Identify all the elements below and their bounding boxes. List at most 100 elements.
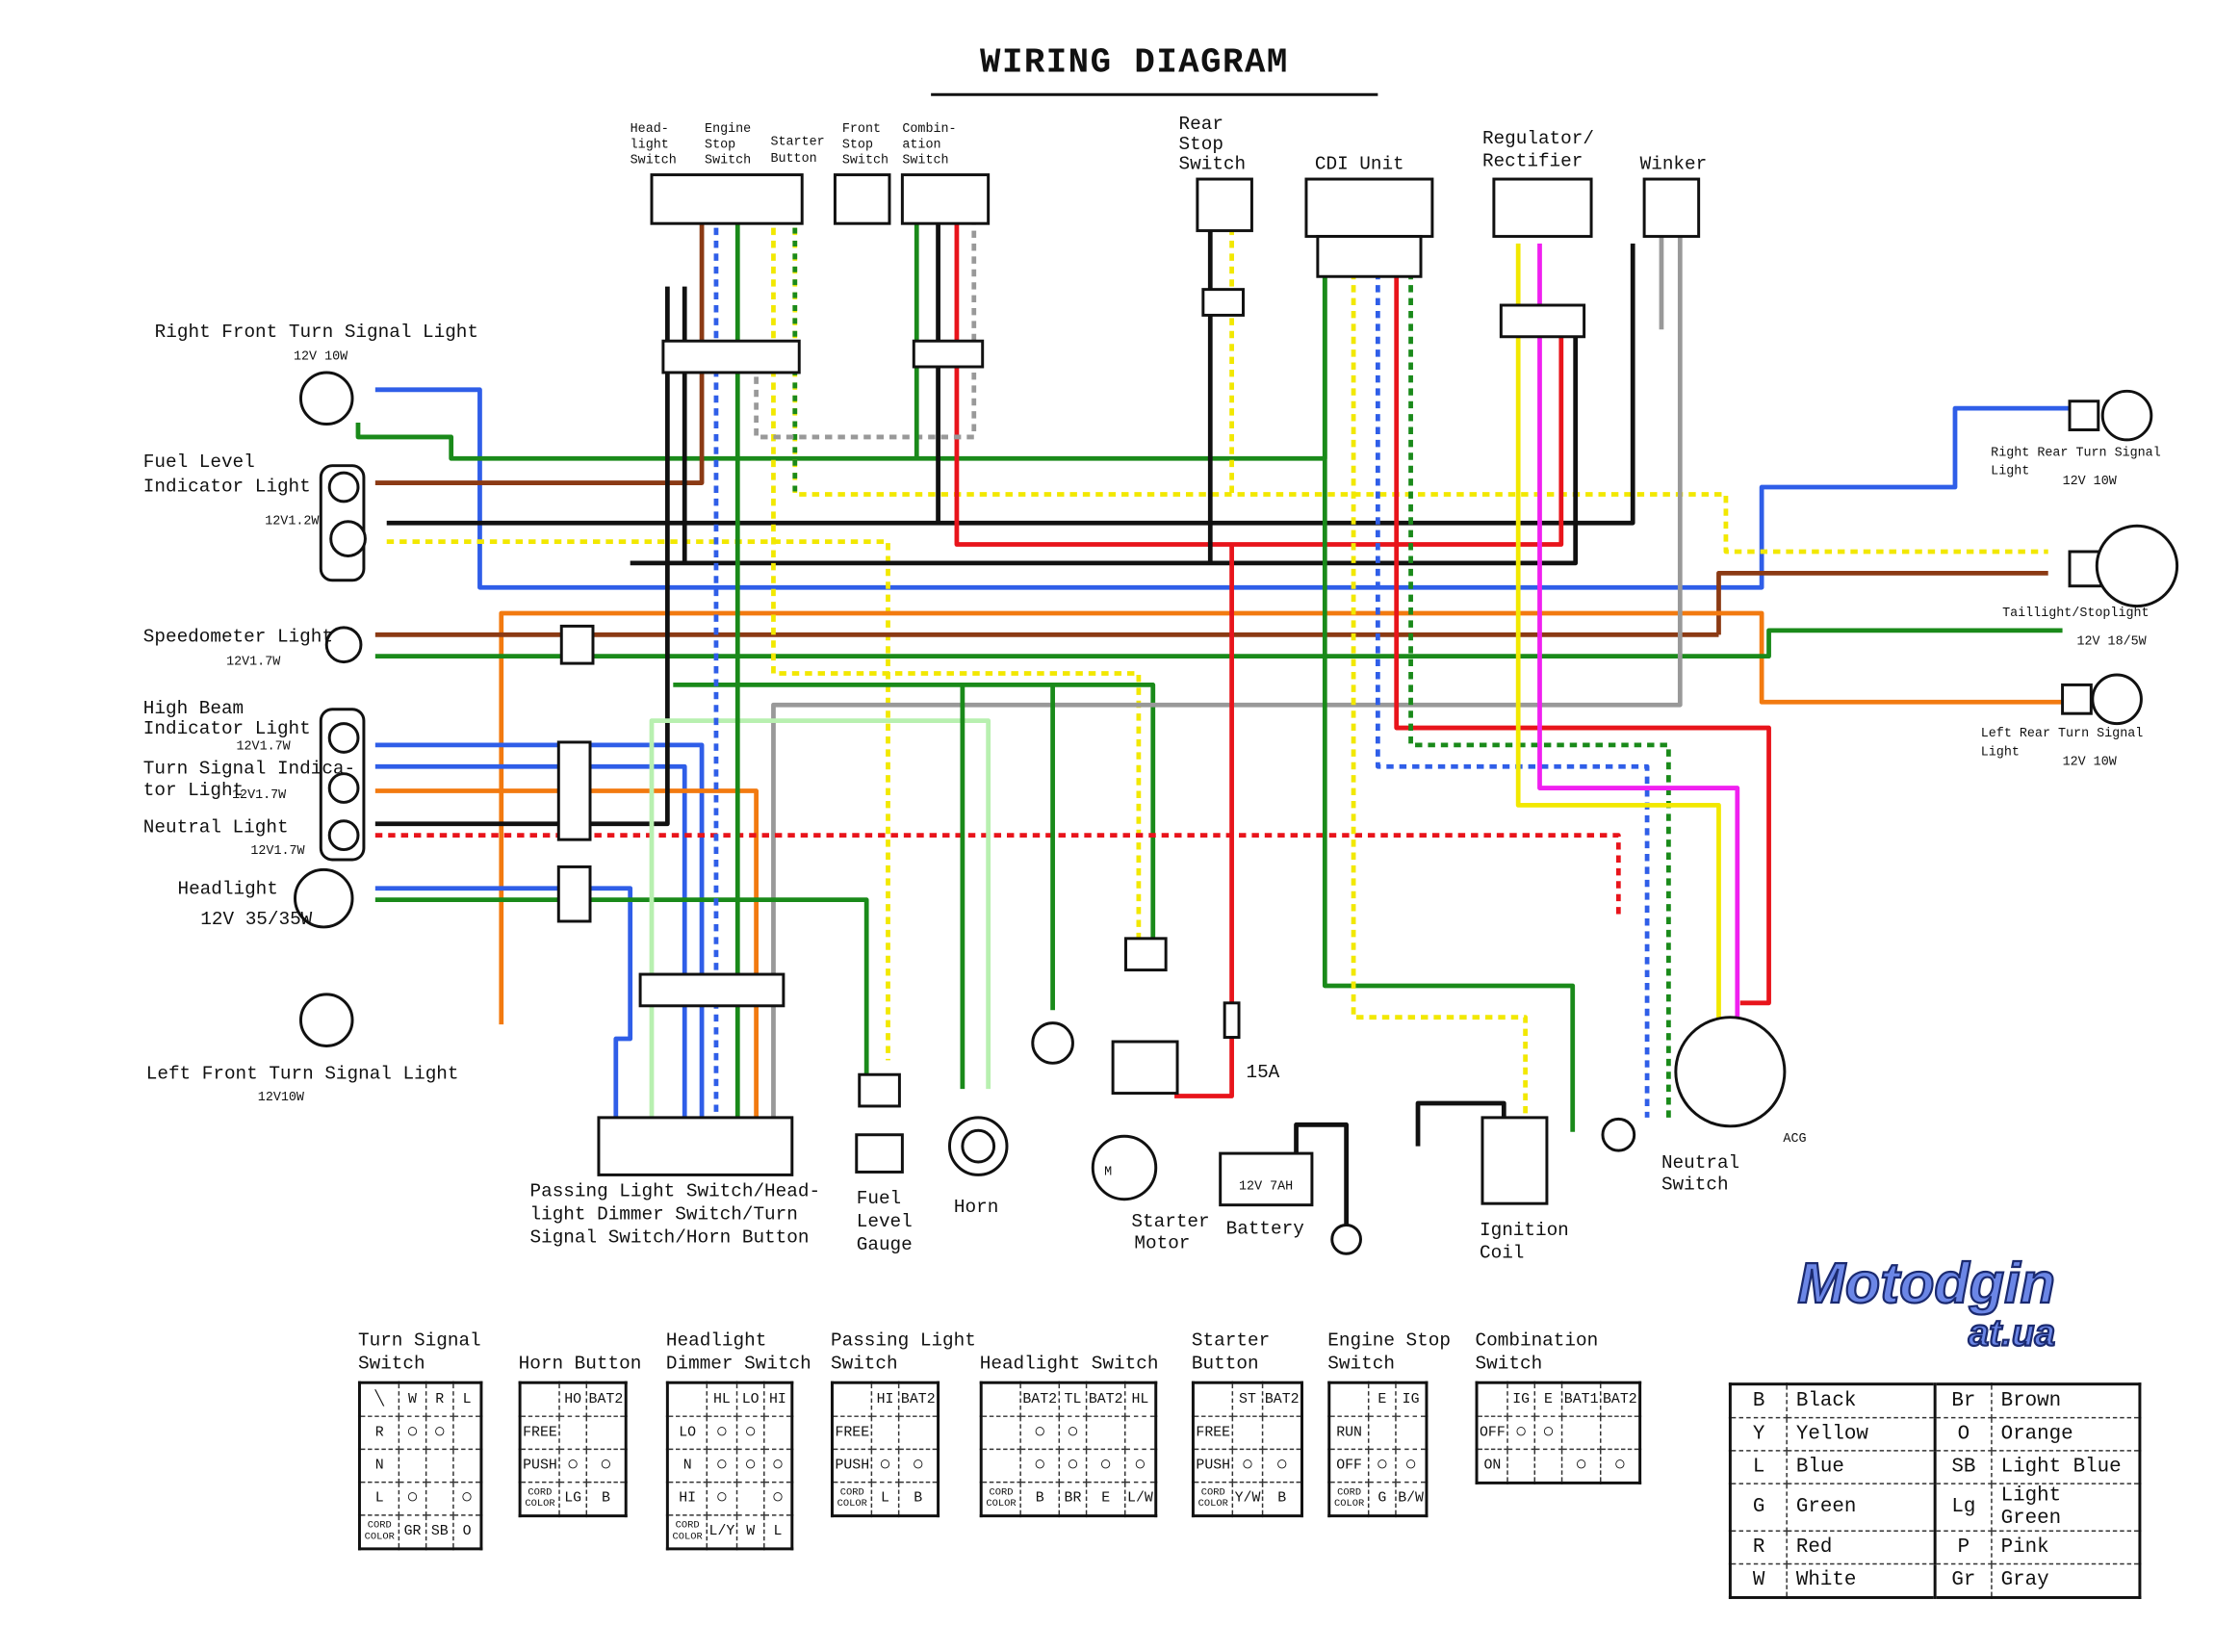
legend-code: Y: [1729, 1416, 1788, 1452]
switch-table-cell: O: [452, 1514, 482, 1550]
wire-red-dashed: [374, 833, 1621, 917]
battery: [1219, 1151, 1314, 1207]
rear-stop-connector: [1201, 288, 1245, 317]
label-combination-switch: ation: [902, 138, 940, 152]
switch-table-cell: [1533, 1448, 1563, 1484]
switch-table-cell: [763, 1415, 793, 1451]
label-front-stop-switch: Stop: [842, 138, 873, 152]
right-rear-turn-lamp: [2100, 389, 2153, 442]
switch-table-cell: [1328, 1381, 1370, 1417]
switch-table-cell: [425, 1448, 454, 1484]
label-left-rear-turn: Left Rear Turn Signal: [1981, 727, 2144, 741]
switch-table-title: Headlight Dimmer Switch: [665, 1329, 811, 1375]
legend-code: Lg: [1933, 1483, 1993, 1532]
regulator-rectifier-box: [1492, 177, 1593, 239]
wire-brown-rear: [1716, 570, 2048, 635]
switch-table-cell: FREE: [519, 1415, 560, 1451]
left-lamps: Right Front Turn Signal Light 12V 10W Fu…: [143, 322, 478, 1105]
switch-table-cell: CORD COLOR: [1192, 1481, 1234, 1517]
legend-color-name: Light Green: [1991, 1483, 2141, 1532]
switch-table-cell: HL: [1124, 1381, 1157, 1417]
switch-table-row: OFF○○: [1476, 1415, 1641, 1451]
contact-point: ○: [1058, 1415, 1088, 1451]
switch-table-cell: [398, 1448, 427, 1484]
switch-table-cell: R: [358, 1415, 400, 1451]
switch-table-cell: L: [358, 1481, 400, 1516]
legend-code: W: [1729, 1562, 1788, 1599]
contact-point: ○: [1395, 1448, 1428, 1484]
switch-table-cell: HO: [558, 1381, 588, 1417]
label-horn: Horn: [954, 1197, 998, 1218]
cdi-connector: [1316, 235, 1423, 278]
switch-table-title: Horn Button: [518, 1352, 642, 1375]
label-engine-stop-switch: Stop: [705, 138, 735, 152]
wire-green-3: [673, 683, 1156, 946]
label-rear-stop-switch: Stop: [1179, 134, 1223, 155]
label-headlight-switch: light: [631, 138, 669, 152]
switch-table-cell: L/Y: [706, 1514, 738, 1550]
switch-table-cell: TL: [1058, 1381, 1088, 1417]
label-right-front-turn: Right Front Turn Signal Light: [155, 322, 478, 343]
label-rear-stop-switch: Rear: [1179, 114, 1223, 135]
contact-point: ○: [1367, 1448, 1397, 1484]
switch-table-cell: N: [666, 1448, 708, 1484]
inline-connectors: [556, 624, 794, 1176]
handlebar-switch-connector-box: [650, 173, 804, 225]
right-lamps: Right Rear Turn Signal Light 12V 10W Tai…: [1981, 389, 2179, 770]
switch-table-cell: [831, 1381, 873, 1417]
contact-point: ○: [870, 1448, 900, 1484]
contact-point: ○: [398, 1415, 427, 1451]
combination-switch-box: [900, 173, 991, 225]
switch-table-cell: CORD COLOR: [666, 1514, 708, 1550]
switch-table-cell: HL: [706, 1381, 738, 1417]
label-ignition-coil: Ignition: [1480, 1220, 1569, 1241]
label-taillight: Taillight/Stoplight: [2002, 607, 2149, 621]
label-headlight-switch: Head-: [631, 122, 669, 137]
acg-generator: [1674, 1016, 1787, 1128]
switch-table-cell: PUSH: [831, 1448, 873, 1484]
label-starter-motor: Motor: [1134, 1232, 1190, 1253]
rating-right-front-turn: 12V 10W: [294, 350, 348, 365]
switch-table-row: FREE: [519, 1415, 627, 1451]
switch-table-cell: [558, 1415, 588, 1451]
label-starter-motor: Starter: [1131, 1211, 1209, 1232]
label-right-rear-turn: Light: [1991, 465, 2029, 479]
wire-yellow-3: [1351, 271, 1528, 1132]
bottom-components: Passing Light Switch/Head- light Dimmer …: [530, 937, 1807, 1264]
switch-table-cell: [1192, 1381, 1234, 1417]
rating-headlight: 12V 35/35W: [200, 909, 312, 930]
legend-code: R: [1729, 1530, 1788, 1565]
switch-table-row: FREE: [831, 1415, 940, 1451]
switch-table-cell: L: [452, 1381, 482, 1417]
switch-table-row: R○○: [358, 1415, 482, 1451]
contact-point: ○: [1560, 1448, 1602, 1484]
contact-point: ○: [706, 1415, 738, 1451]
legend-code: P: [1933, 1530, 1993, 1565]
label-right-rear-turn: Right Rear Turn Signal: [1991, 446, 2161, 460]
left-rear-socket: [2061, 683, 2093, 715]
headlight-connector: [556, 865, 592, 923]
label-rear-stop-switch: Switch: [1179, 154, 1247, 175]
rating-taillight: 12V 18/5W: [2076, 635, 2147, 650]
legend-color-name: Brown: [1991, 1382, 2141, 1419]
switch-table-cell: BAT2: [1085, 1381, 1126, 1417]
contact-point: ○: [1019, 1448, 1061, 1484]
wire-green-9: [1322, 271, 1576, 1132]
combination-connector: [912, 339, 985, 369]
switch-table-cell: [980, 1381, 1021, 1417]
turn-indicator-lamp: [327, 772, 360, 804]
switch-table-cell: ON: [1476, 1448, 1508, 1484]
left-front-turn-lamp: [298, 993, 354, 1047]
wire-green-4: [374, 897, 869, 1075]
legend-color-name: Orange: [1991, 1416, 2141, 1452]
